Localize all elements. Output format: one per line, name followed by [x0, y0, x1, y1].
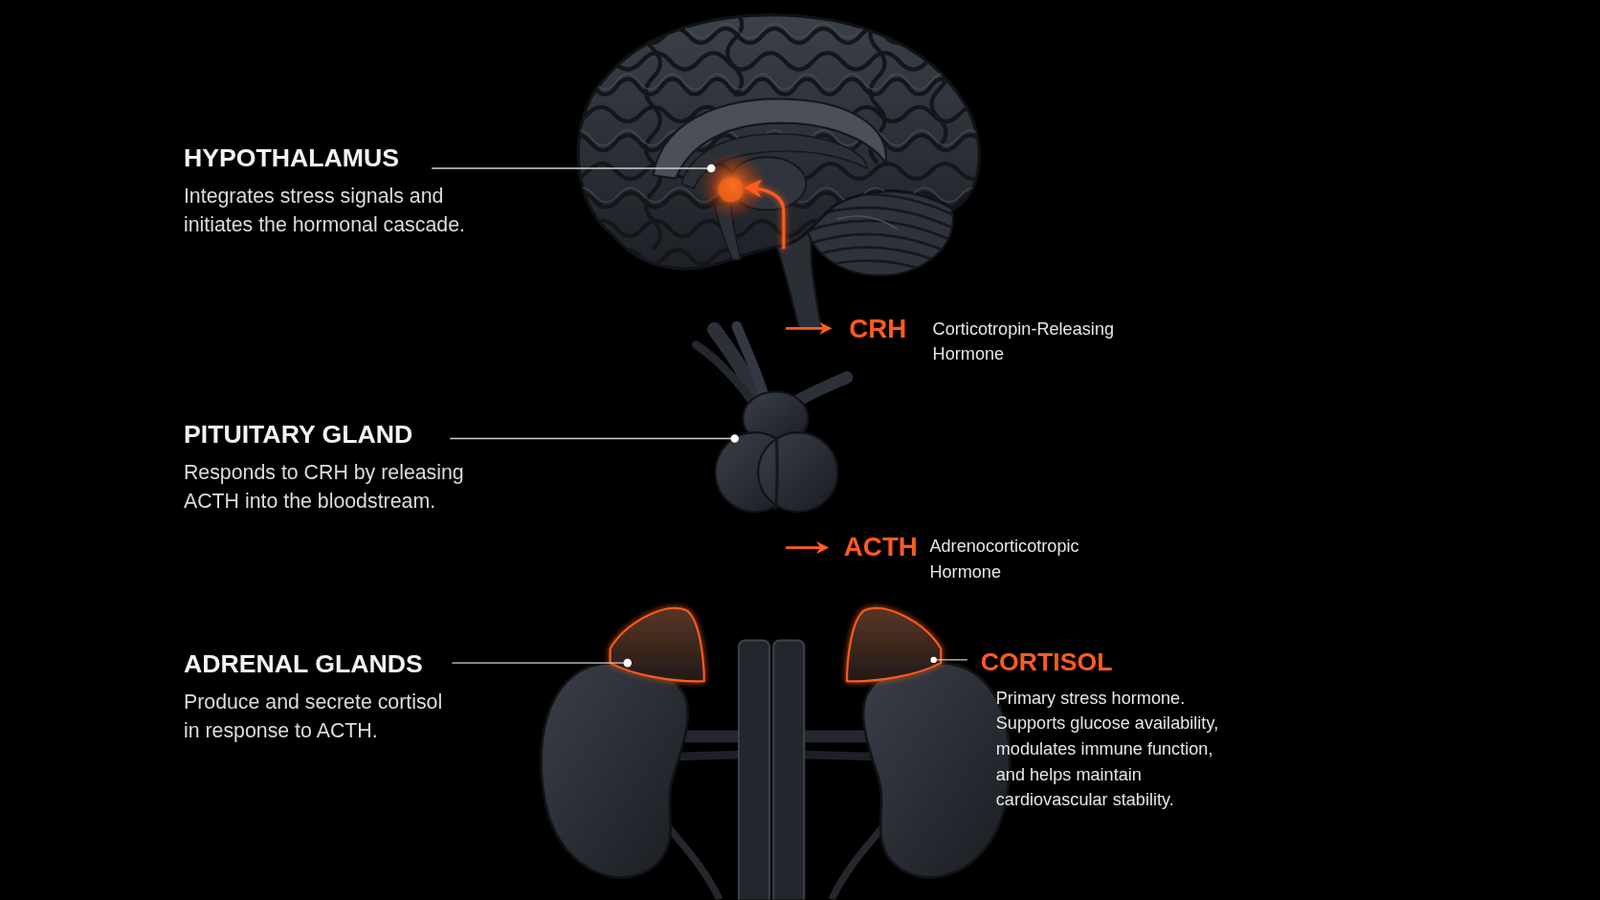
kidney [863, 663, 1010, 878]
leader-dot [623, 659, 633, 668]
signal-arrow [747, 187, 784, 249]
sulcus [645, 20, 661, 249]
hypothalamus-glow [697, 151, 768, 222]
kidney [540, 663, 688, 878]
ureter [663, 821, 720, 900]
pituitary-illustration [695, 326, 847, 512]
brain-gyri [555, 10, 1011, 266]
leader-line [936, 659, 968, 661]
leader-dot [707, 164, 716, 174]
adrenal-gland [610, 608, 705, 683]
leader-line [449, 438, 735, 440]
organ-heading: ADRENAL GLANDS [183, 648, 837, 678]
hormone-name: Adrenocorticotropic Hormone [929, 533, 1113, 584]
hormone-abbreviation: ACTH [844, 532, 918, 563]
leader-dots [623, 164, 937, 668]
pituitary-cleft [775, 439, 778, 512]
sulcus [563, 221, 989, 237]
ureter [831, 821, 889, 900]
organ-heading: HYPOTHALAMUS [183, 142, 837, 172]
organ-callout: PITUITARY GLAND Responds to CRH by releas… [183, 400, 837, 515]
hormone-abbreviation: CRH [848, 312, 907, 344]
organ-description: Integrates stress signals and initiates … [183, 181, 482, 240]
hormone-signal-arrow [781, 514, 785, 649]
organ-description: Responds to CRH by releasing ACTH into t… [183, 458, 482, 516]
hormone-label: CORTISOL [980, 645, 1288, 677]
cerebellum-branch [836, 216, 898, 230]
hypothalamus-core [718, 177, 744, 203]
leader-dot [730, 434, 739, 444]
leader-line [451, 662, 627, 664]
leader-line [431, 167, 712, 169]
release-arrow [785, 327, 830, 331]
leader-lines [431, 168, 968, 664]
pituitary-lobe [757, 432, 838, 512]
hormone-name: Corticotropin-Releasing Hormone [933, 315, 1143, 367]
hormone-signal-arrow [781, 244, 785, 401]
pituitary-stalk [695, 344, 754, 403]
adrenal-gland [846, 608, 941, 683]
pituitary-stalk [794, 377, 847, 404]
vena-cava [738, 641, 770, 900]
organ-callout: HYPOTHALAMUS Integrates stress signals an… [183, 142, 837, 245]
cerebellum-fold [805, 261, 955, 283]
release-arrow [785, 546, 827, 550]
organ-description: Produce and secrete cortisol in response… [183, 688, 456, 746]
gyrus-highlight [566, 23, 1008, 39]
aorta [773, 641, 804, 900]
gyrus-highlight [571, 73, 999, 89]
sulcus [571, 79, 999, 95]
leader-dot [930, 657, 936, 664]
organ-callout: ADRENAL GLANDS Produce and secrete cortis… [183, 648, 837, 745]
hormone-description: Primary stress hormone. Supports glucose… [996, 685, 1233, 813]
sulcus [567, 249, 1009, 265]
cerebellum-fold [805, 247, 955, 269]
organ-heading: PITUITARY GLAND [183, 419, 837, 448]
illustration-part [555, 10, 1011, 266]
sulcus [555, 52, 985, 69]
